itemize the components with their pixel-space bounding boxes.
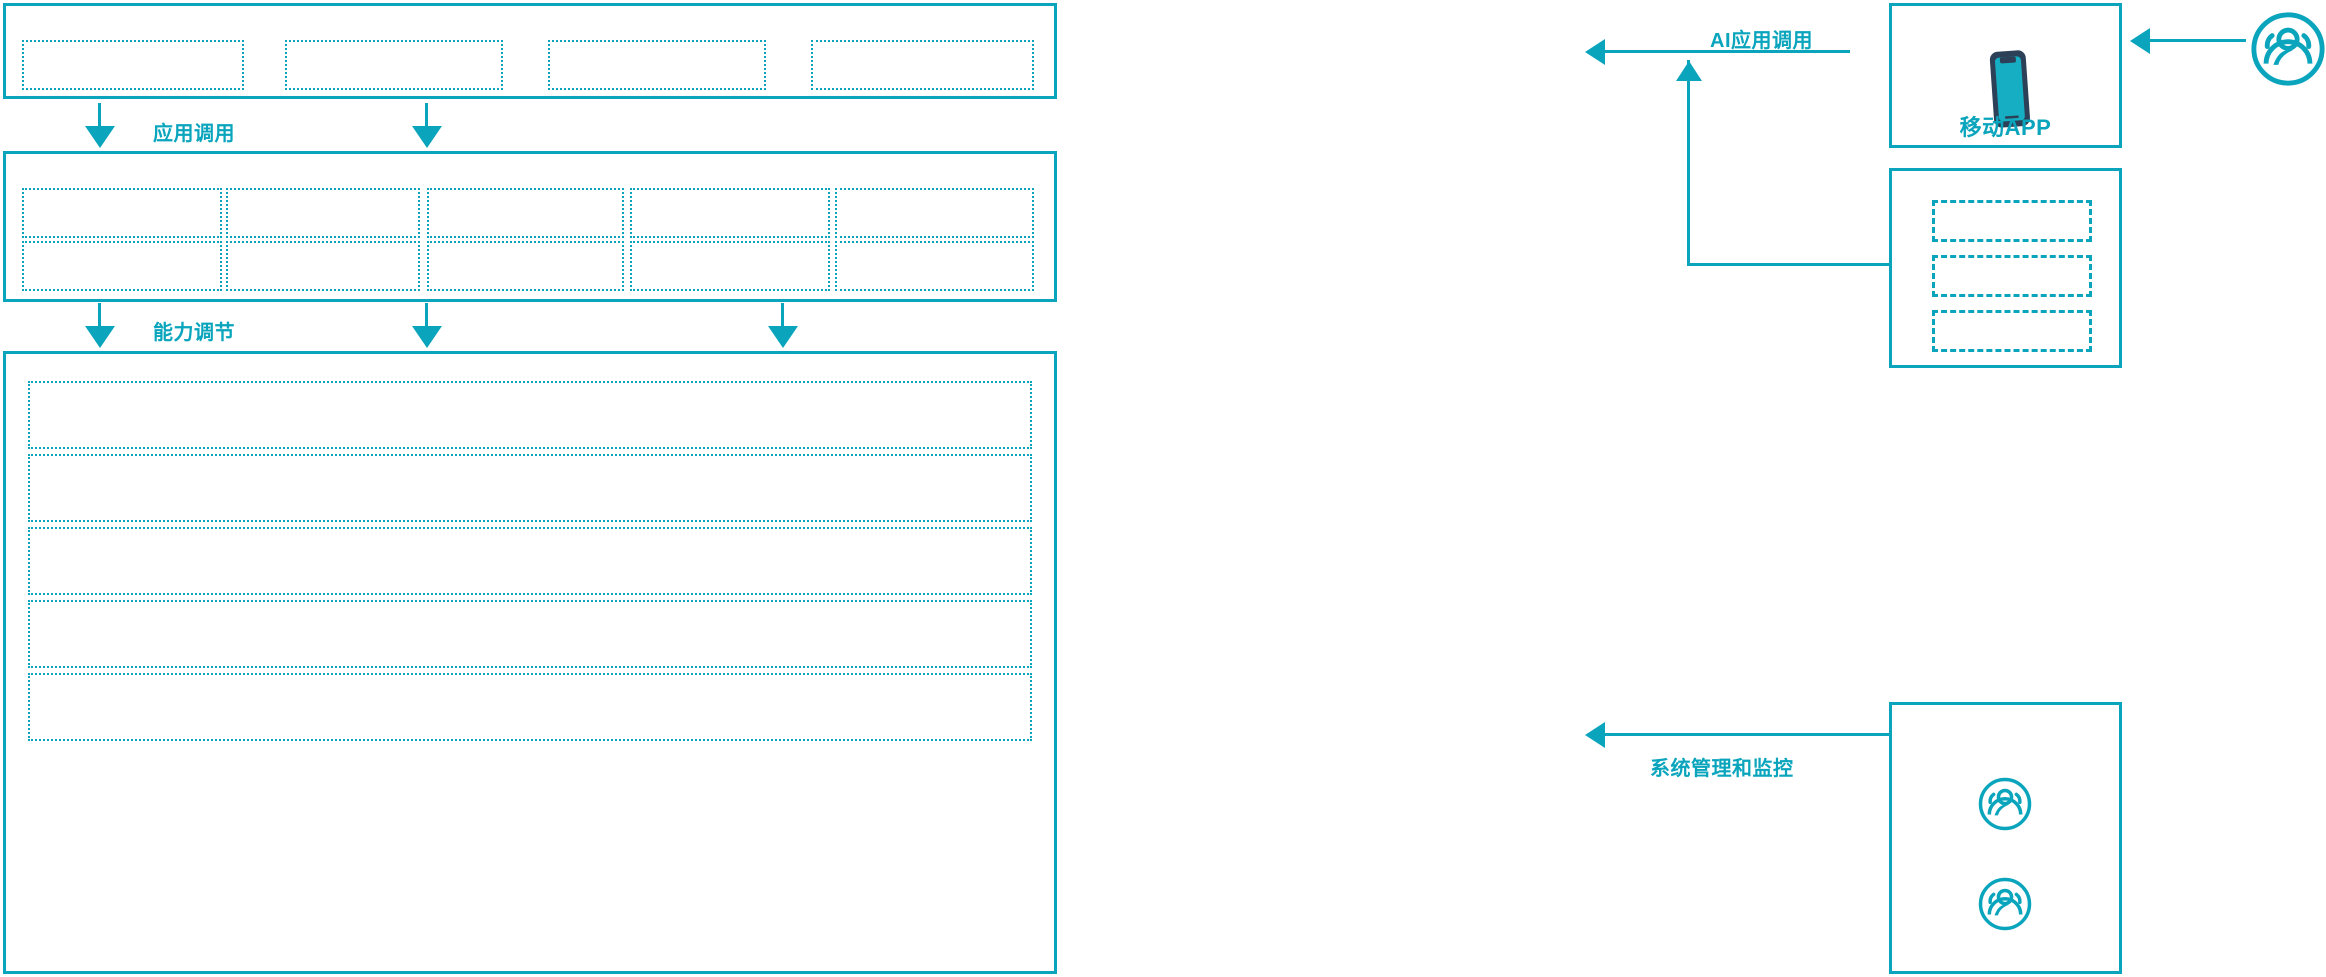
capability-block[interactable] bbox=[427, 188, 624, 238]
platform-band[interactable] bbox=[28, 454, 1032, 522]
edge-label-ai-app-call: AI应用调用 bbox=[1710, 30, 1813, 52]
capability-block[interactable] bbox=[630, 241, 830, 291]
capability-block[interactable] bbox=[226, 188, 420, 238]
sys-mgmt-arrow-shaft bbox=[1605, 733, 1890, 736]
capability-adj-arrow-head-3 bbox=[768, 326, 798, 348]
sub-system-item[interactable] bbox=[1932, 255, 2092, 297]
capability-block[interactable] bbox=[226, 241, 420, 291]
platform-band[interactable] bbox=[28, 527, 1032, 595]
capability-adj-arrow-head-1 bbox=[85, 326, 115, 348]
mobile-app-label: 移动APP bbox=[1959, 115, 2052, 140]
platform-band[interactable] bbox=[28, 381, 1032, 449]
sys-mgmt-arrow-head bbox=[1585, 722, 1605, 748]
ai-app-call-arrow-shaft-vertical bbox=[1687, 60, 1690, 266]
ai-app-call-arrow-shaft-from-subsystems bbox=[1687, 263, 1892, 266]
capability-adj-arrow-shaft-1 bbox=[98, 303, 101, 341]
app-call-arrow-shaft-right bbox=[425, 103, 428, 141]
edge-label-system-management: 系统管理和监控 bbox=[1650, 758, 1794, 780]
capability-block[interactable] bbox=[427, 241, 624, 291]
sub-system-item[interactable] bbox=[1932, 310, 2092, 352]
platform-band[interactable] bbox=[28, 600, 1032, 668]
capability-block[interactable] bbox=[22, 188, 222, 238]
application-layer-container bbox=[3, 3, 1057, 99]
smartphone-icon bbox=[1989, 50, 2030, 128]
application-block[interactable] bbox=[548, 40, 766, 90]
application-block[interactable] bbox=[811, 40, 1034, 90]
capability-adj-arrow-shaft-3 bbox=[781, 303, 784, 341]
platform-band[interactable] bbox=[28, 673, 1032, 741]
capability-adj-arrow-head-2 bbox=[412, 326, 442, 348]
capability-block[interactable] bbox=[630, 188, 830, 238]
edge-label-app-call: 应用调用 bbox=[153, 123, 235, 145]
ai-app-call-arrow-head bbox=[1585, 39, 1605, 65]
ai-app-call-arrow-head-up bbox=[1676, 61, 1702, 81]
app-call-arrow-head-right bbox=[412, 126, 442, 148]
capability-layer-container bbox=[3, 151, 1057, 302]
application-block[interactable] bbox=[285, 40, 503, 90]
end-user-to-app-arrow-shaft bbox=[2150, 39, 2246, 42]
app-call-arrow-head-left bbox=[85, 126, 115, 148]
app-call-arrow-shaft-left bbox=[98, 103, 101, 141]
operators-node[interactable] bbox=[1889, 702, 2122, 974]
edge-label-capability-adjust: 能力调节 bbox=[153, 322, 235, 344]
application-block[interactable] bbox=[22, 40, 244, 90]
end-user-to-app-arrow-head bbox=[2130, 28, 2150, 54]
capability-block[interactable] bbox=[835, 188, 1034, 238]
user-group-icon bbox=[1978, 877, 2032, 931]
capability-block[interactable] bbox=[835, 241, 1034, 291]
user-group-icon bbox=[2251, 12, 2325, 86]
capability-adj-arrow-shaft-2 bbox=[425, 303, 428, 341]
user-group-icon bbox=[1978, 777, 2032, 831]
capability-block[interactable] bbox=[22, 241, 222, 291]
sub-system-item[interactable] bbox=[1932, 200, 2092, 242]
ai-app-call-arrow-shaft-horizontal bbox=[1605, 50, 1850, 53]
